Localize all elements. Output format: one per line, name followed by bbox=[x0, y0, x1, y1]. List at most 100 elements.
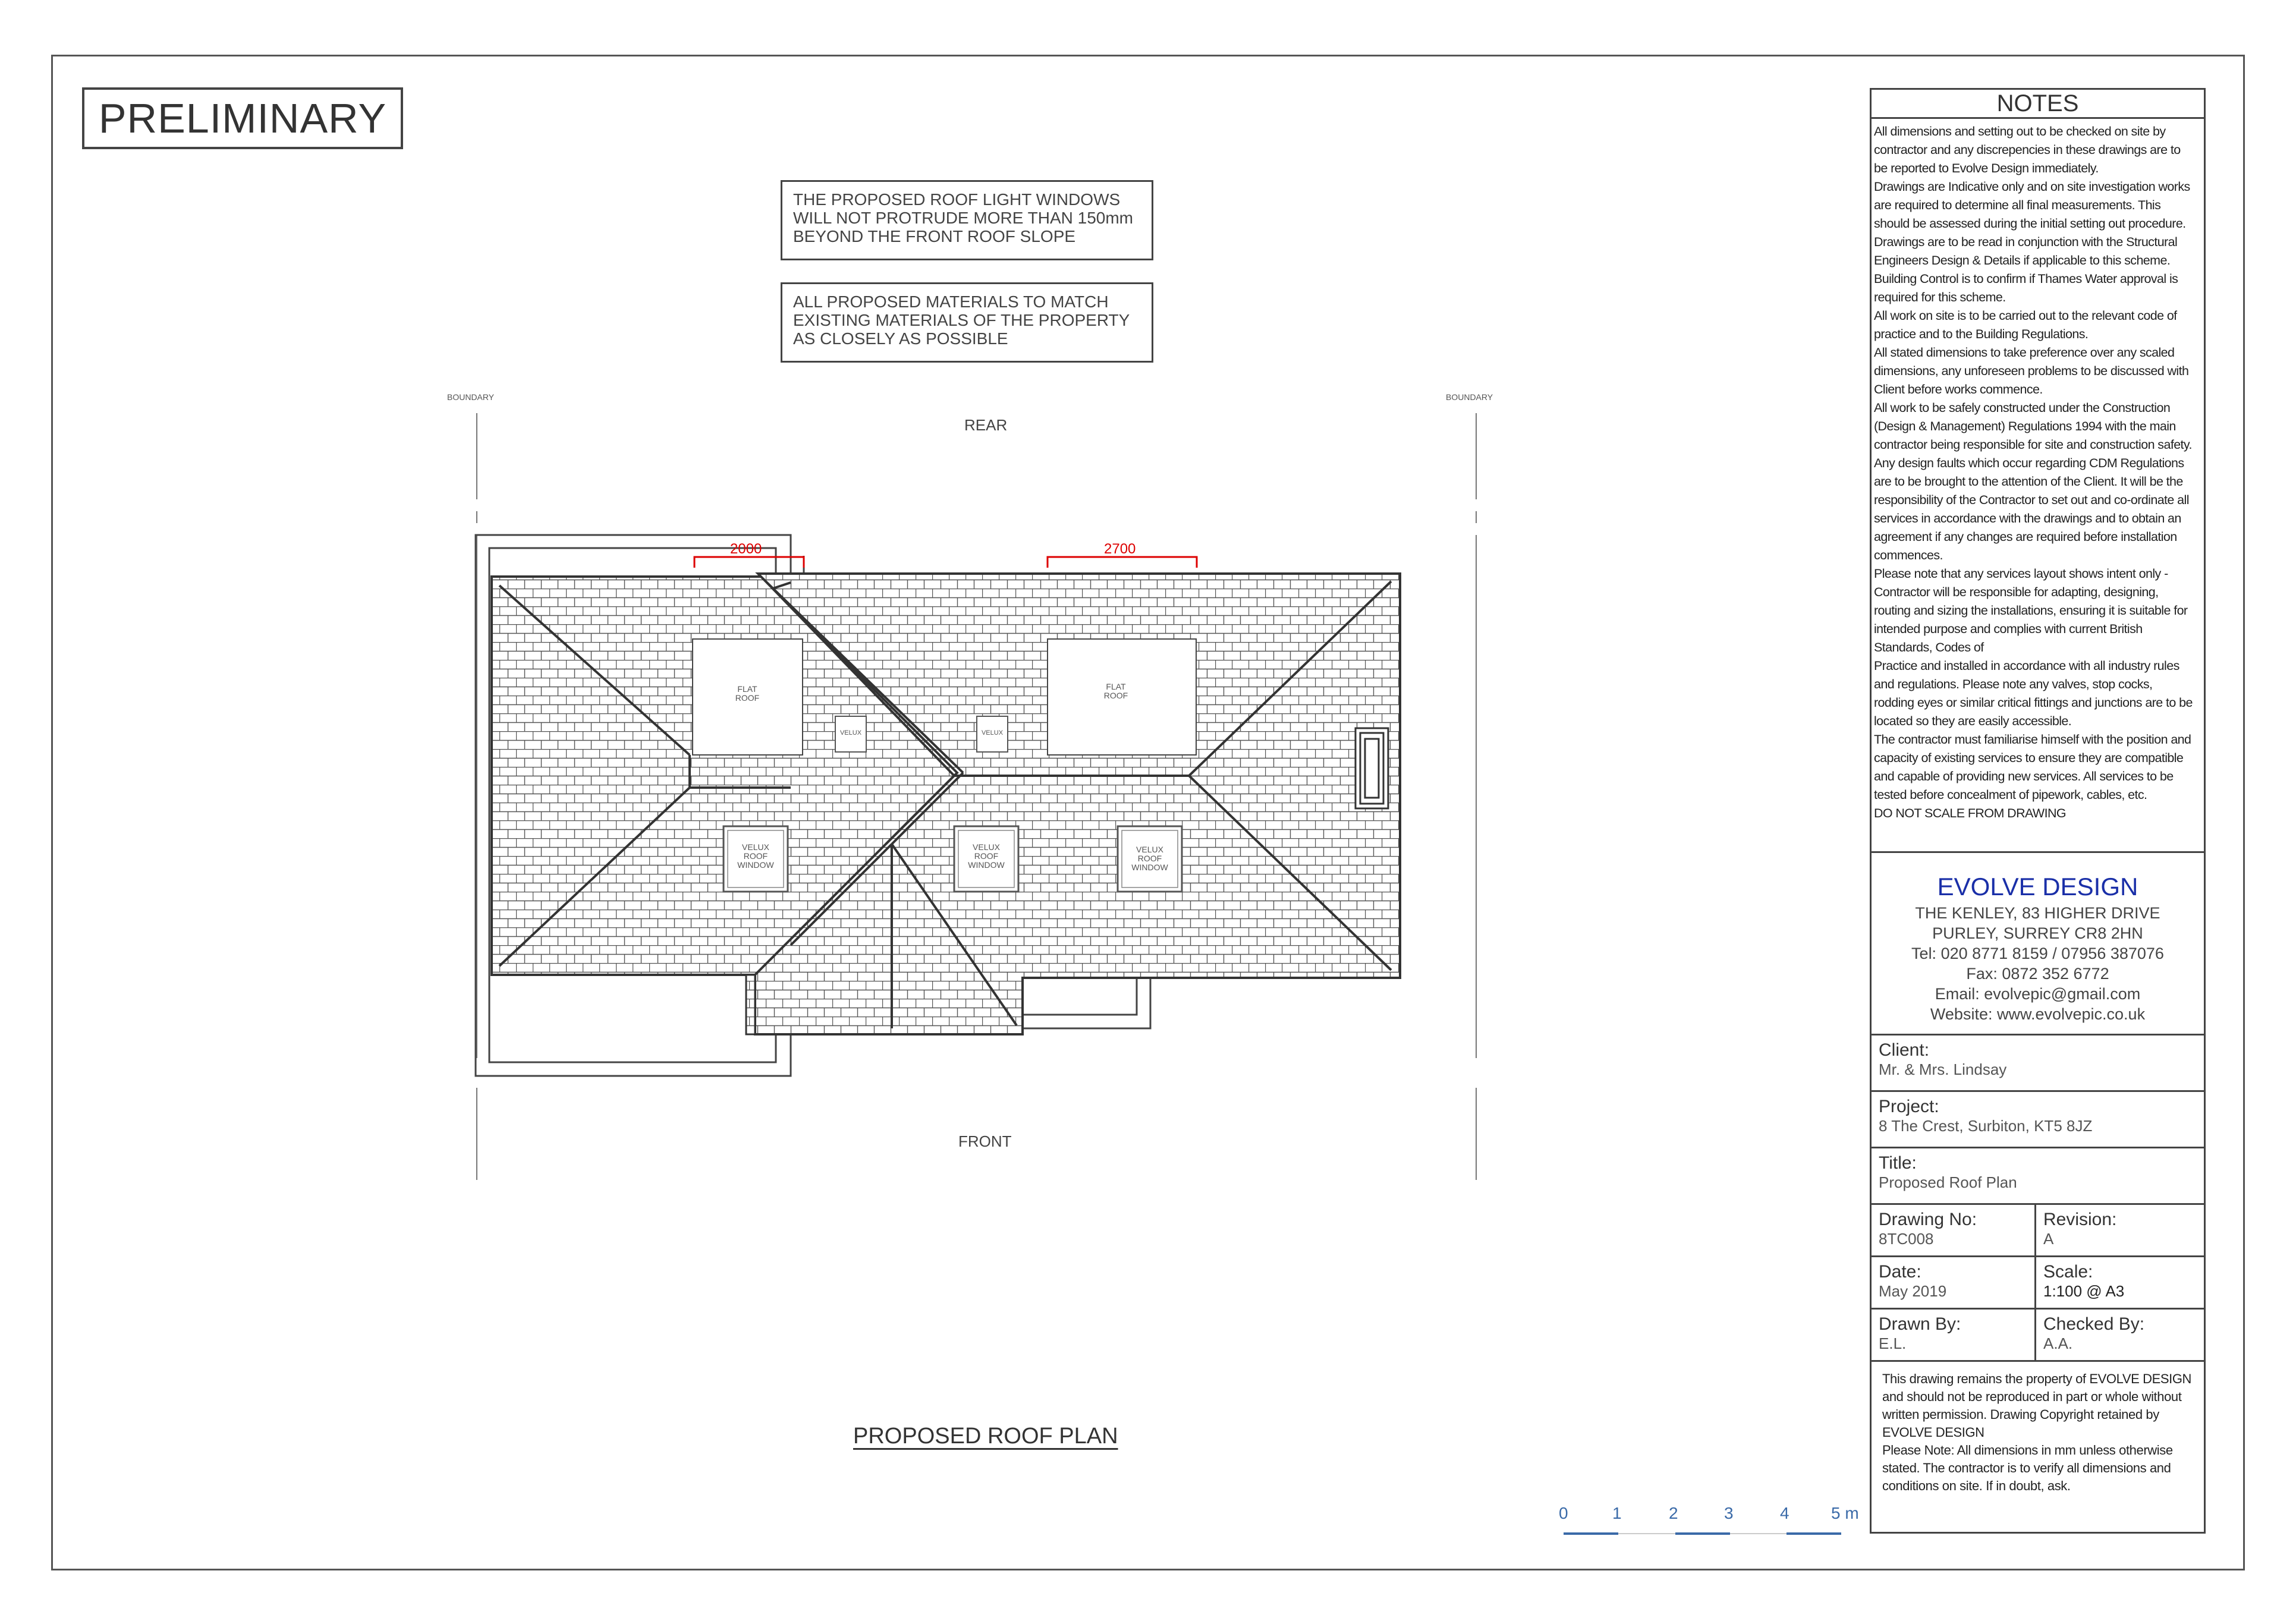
notes-line: are required to determine all final meas… bbox=[1874, 198, 2161, 212]
dimension-2700: 2700 bbox=[1104, 541, 1136, 557]
note-line: THE PROPOSED ROOF LIGHT WINDOWS bbox=[793, 190, 1121, 209]
label-line: VELUX bbox=[973, 842, 1000, 852]
client-value: Mr. & Mrs. Lindsay bbox=[1879, 1060, 2007, 1078]
notes-line: Standards, Codes of bbox=[1874, 640, 1984, 654]
notes-line: Client before works commence. bbox=[1874, 382, 2043, 396]
notes-line: and regulations. Please note any valves,… bbox=[1874, 677, 2153, 691]
notes-line: All dimensions and setting out to be che… bbox=[1874, 124, 2166, 139]
notes-body: All dimensions and setting out to be che… bbox=[1870, 119, 2206, 853]
note-line: BEYOND THE FRONT ROOF SLOPE bbox=[793, 227, 1076, 245]
drawn-by-label: Drawn By: bbox=[1879, 1314, 1961, 1334]
scale-value: 1:100 @ A3 bbox=[2043, 1282, 2125, 1300]
notes-line: Engineers Design & Details if applicable… bbox=[1874, 253, 2171, 267]
company-block: EVOLVE DESIGN THE KENLEY, 83 HIGHER DRIV… bbox=[1870, 853, 2206, 1035]
label-line: WINDOW bbox=[737, 860, 774, 870]
label-line: ROOF bbox=[1137, 854, 1162, 863]
chimney bbox=[1354, 727, 1389, 810]
scale-label-1: 1 bbox=[1612, 1504, 1622, 1522]
notes-line: Any design faults which occur regarding … bbox=[1874, 456, 2184, 470]
notes-line: services in accordance with the drawings… bbox=[1874, 511, 2181, 525]
boundary-lines bbox=[476, 413, 1477, 1180]
company-address-2: PURLEY, SURREY CR8 2HN bbox=[1932, 924, 2143, 942]
label-line: FLAT bbox=[737, 684, 757, 694]
note-box-materials: ALL PROPOSED MATERIALS TO MATCH EXISTING… bbox=[781, 282, 1153, 363]
label-line: ROOF bbox=[1103, 691, 1128, 700]
notes-line: Drawings are Indicative only and on site… bbox=[1874, 180, 2190, 194]
notes-line: routing and sizing the installations, en… bbox=[1874, 603, 2188, 618]
plan-title: PROPOSED ROOF PLAN bbox=[853, 1424, 1118, 1449]
revision-value: A bbox=[2043, 1230, 2054, 1248]
note-line: EXISTING MATERIALS OF THE PROPERTY bbox=[793, 311, 1130, 329]
boundary-label-right: BOUNDARY bbox=[1446, 392, 1493, 402]
notes-line: contractor being responsible for site an… bbox=[1874, 437, 2192, 452]
drawing-no-value: 8TC008 bbox=[1879, 1230, 1934, 1248]
velux-window-2 bbox=[953, 825, 1020, 893]
drawing-no-cell: Drawing No: 8TC008 bbox=[1870, 1205, 2036, 1257]
date-label: Date: bbox=[1879, 1262, 1921, 1282]
label-line: FLAT bbox=[1106, 682, 1126, 691]
notes-line: agreement if any changes are required be… bbox=[1874, 530, 2177, 544]
notes-line: All work on site is to be carried out to… bbox=[1874, 309, 2177, 323]
notes-line: Please note that any services layout sho… bbox=[1874, 566, 2168, 581]
date-cell: Date: May 2019 bbox=[1870, 1257, 2036, 1310]
scale-label: Scale: bbox=[2043, 1262, 2093, 1282]
notes-line: and capable of providing new services. A… bbox=[1874, 769, 2174, 783]
project-value: 8 The Crest, Surbiton, KT5 8JZ bbox=[1879, 1117, 2093, 1135]
notes-line: rodding eyes or similar critical fitting… bbox=[1874, 695, 2193, 710]
dimension-2000: 2000 bbox=[730, 541, 762, 557]
scale-label-2: 2 bbox=[1669, 1504, 1678, 1522]
project-cell: Project: 8 The Crest, Surbiton, KT5 8JZ bbox=[1870, 1092, 2206, 1148]
notes-line: are to be brought to the attention of th… bbox=[1874, 474, 2183, 489]
roof-tiles bbox=[490, 572, 1401, 1035]
velux-label-1: VELUX ROOF WINDOW bbox=[724, 843, 788, 870]
notes-heading: NOTES bbox=[1870, 88, 2206, 119]
notes-line: All stated dimensions to take preference… bbox=[1874, 345, 2175, 360]
notes-line: Practice and installed in accordance wit… bbox=[1874, 659, 2179, 673]
notes-line: The contractor must familiarise himself … bbox=[1874, 732, 2191, 747]
notes-line: (Design & Management) Regulations 1994 w… bbox=[1874, 419, 2176, 433]
company-tel: Tel: 020 8771 8159 / 07956 387076 bbox=[1911, 945, 2164, 962]
notes-line: DO NOT SCALE FROM DRAWING bbox=[1874, 806, 2067, 820]
notes-line: Building Control is to confirm if Thames… bbox=[1874, 272, 2178, 286]
notes-line: practice and to the Building Regulations… bbox=[1874, 327, 2089, 341]
scale-cell: Scale: 1:100 @ A3 bbox=[2034, 1257, 2206, 1310]
checked-by-value: A.A. bbox=[2043, 1334, 2073, 1352]
footer-line: conditions on site. If in doubt, ask. bbox=[1882, 1478, 2071, 1493]
copyright-footer: This drawing remains the property of EVO… bbox=[1870, 1362, 2206, 1534]
scale-label-0: 0 bbox=[1559, 1504, 1568, 1522]
label-line: ROOF bbox=[743, 851, 768, 861]
velux-window-1 bbox=[722, 825, 789, 893]
note-line: ALL PROPOSED MATERIALS TO MATCH bbox=[793, 292, 1109, 311]
velux-small-label-1: VELUX bbox=[839, 729, 862, 736]
footer-line: This drawing remains the property of EVO… bbox=[1882, 1371, 2192, 1386]
drawn-by-cell: Drawn By: E.L. bbox=[1870, 1310, 2036, 1362]
note-box-roof-lights: THE PROPOSED ROOF LIGHT WINDOWS WILL NOT… bbox=[781, 180, 1153, 260]
note-line: WILL NOT PROTRUDE MORE THAN 150mm bbox=[793, 209, 1134, 227]
company-website: Website: www.evolvepic.co.uk bbox=[1930, 1005, 2146, 1023]
scale-label-4: 4 bbox=[1780, 1504, 1789, 1522]
drawing-frame bbox=[51, 55, 2245, 1570]
notes-line: commences. bbox=[1874, 548, 1943, 562]
roof-hips-ridges bbox=[498, 578, 1392, 1028]
company-email: Email: evolvepic@gmail.com bbox=[1935, 985, 2141, 1003]
notes-line: dimensions, any unforeseen problems to b… bbox=[1874, 364, 2189, 378]
company-name: EVOLVE DESIGN bbox=[1937, 873, 2138, 901]
drawing-no-label: Drawing No: bbox=[1879, 1210, 1977, 1229]
notes-line: capacity of existing services to ensure … bbox=[1874, 751, 2184, 765]
footer-line: Please Note: All dimensions in mm unless… bbox=[1882, 1443, 2173, 1458]
notes-line: should be assessed during the initial se… bbox=[1874, 216, 2186, 231]
preliminary-stamp: PRELIMINARY bbox=[82, 87, 403, 149]
title-label: Title: bbox=[1879, 1153, 1917, 1173]
flat-roof-2 bbox=[1047, 638, 1197, 756]
notes-line: located so they are easily accessible. bbox=[1874, 714, 2072, 728]
flat-roof-label-2: FLAT ROOF bbox=[1098, 682, 1134, 700]
footer-line: and should not be reproduced in part or … bbox=[1882, 1389, 2182, 1404]
notes-line: Contractor will be responsible for adapt… bbox=[1874, 585, 2159, 599]
footer-line: written permission. Drawing Copyright re… bbox=[1882, 1407, 2159, 1422]
notes-line: All work to be safely constructed under … bbox=[1874, 401, 2171, 415]
revision-label: Revision: bbox=[2043, 1210, 2117, 1229]
flat-roof-label-1: FLAT ROOF bbox=[729, 685, 765, 703]
client-label: Client: bbox=[1879, 1040, 1930, 1060]
notes-line: required for this scheme. bbox=[1874, 290, 2006, 304]
